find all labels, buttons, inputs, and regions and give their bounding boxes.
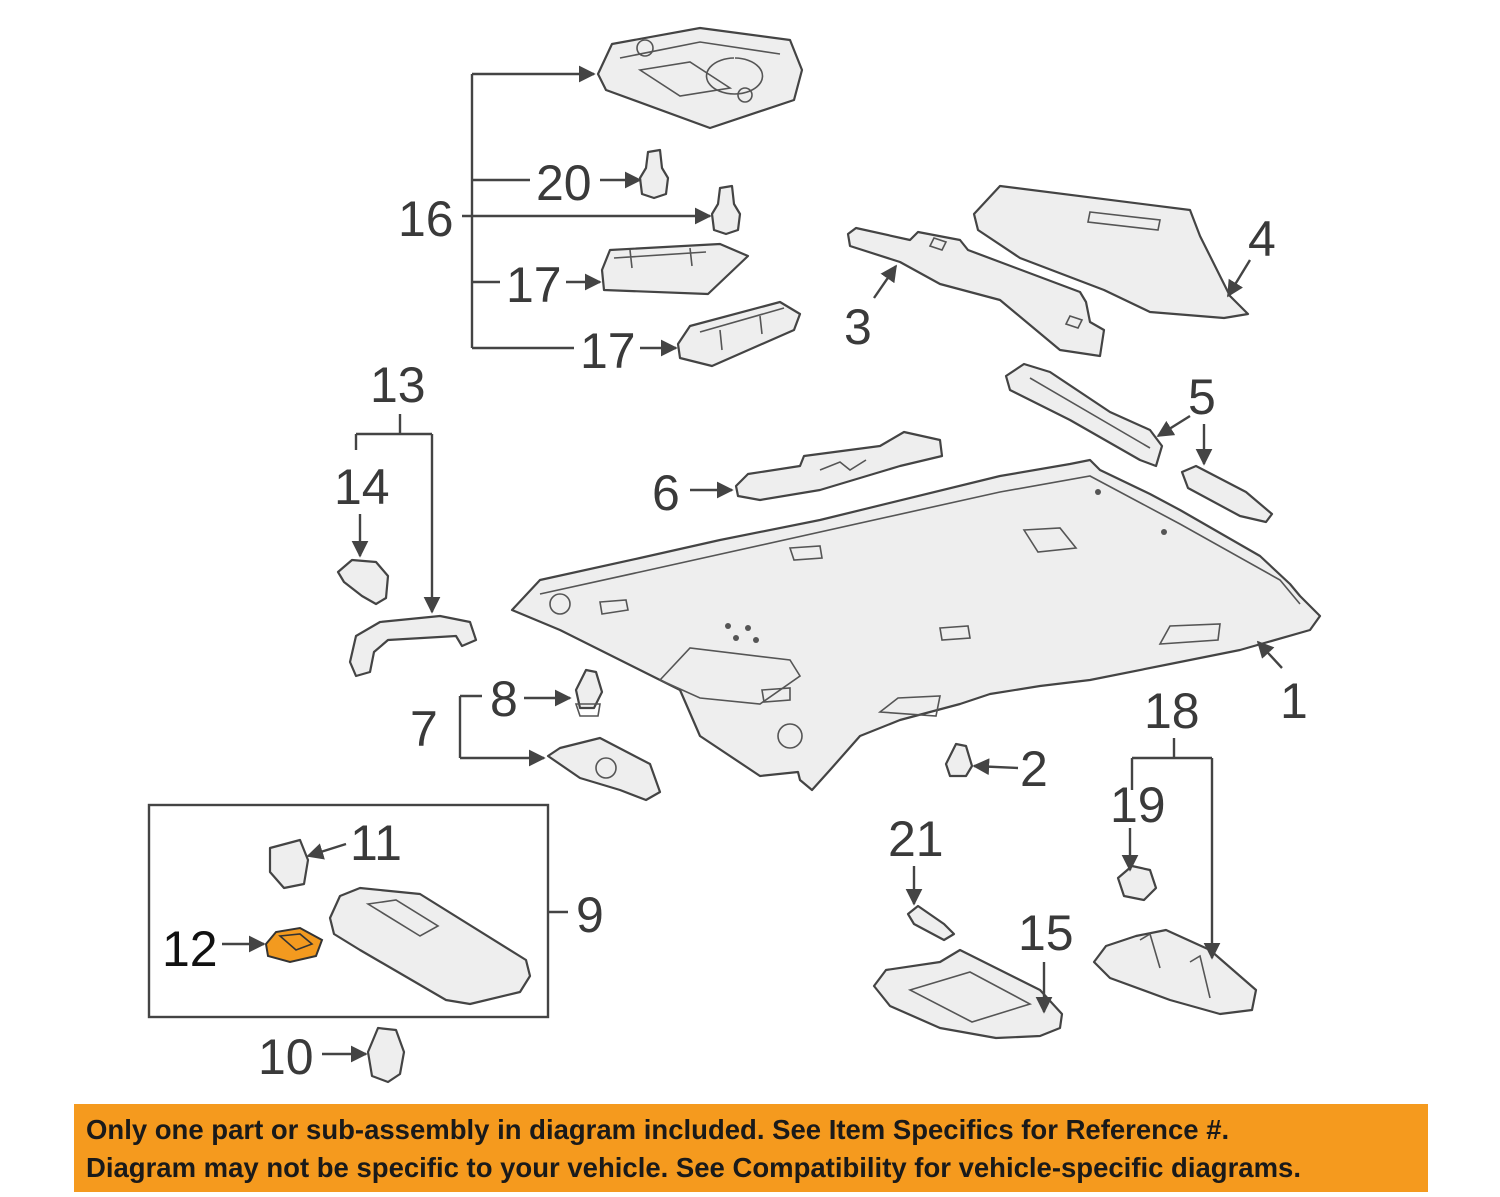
callout-5: 5 bbox=[1188, 369, 1216, 425]
part-19-bulb bbox=[1116, 864, 1158, 902]
part-18-lamp bbox=[1092, 928, 1258, 1016]
callout-7: 7 bbox=[410, 701, 438, 757]
part-17a-lens-cover bbox=[600, 242, 750, 296]
part-15-dome-lamp bbox=[872, 948, 1064, 1040]
disclaimer-line-1: Only one part or sub-assembly in diagram… bbox=[86, 1114, 1230, 1145]
callout-1: 1 bbox=[1280, 673, 1308, 729]
callout-16: 16 bbox=[398, 191, 454, 247]
part-3-insulator bbox=[846, 226, 1106, 358]
callout-10: 10 bbox=[258, 1029, 314, 1085]
callout-4: 4 bbox=[1248, 211, 1276, 267]
callout-11: 11 bbox=[350, 815, 402, 871]
part-13-assist-grip bbox=[348, 614, 478, 678]
callout-12: 12 bbox=[162, 921, 218, 977]
part-5-strip bbox=[1004, 362, 1164, 468]
part-17b-lens-cover bbox=[676, 300, 802, 368]
part-1-headliner bbox=[510, 458, 1322, 792]
callout-17a: 17 bbox=[506, 257, 562, 313]
part-5-pad bbox=[1180, 464, 1274, 524]
part-12-highlighted-clip bbox=[264, 926, 324, 964]
part-2-clip bbox=[944, 742, 974, 778]
callout-8: 8 bbox=[490, 671, 518, 727]
callout-20: 20 bbox=[536, 155, 592, 211]
part-14-cover bbox=[336, 558, 390, 606]
part-16-map-lamp-assembly bbox=[596, 26, 804, 130]
part-6-pad bbox=[734, 430, 944, 502]
part-21-bulb bbox=[906, 904, 956, 942]
parts-diagram: 1 2 3 4 5 6 7 8 9 10 11 12 13 14 15 16 1… bbox=[147, 26, 1322, 1085]
callout-13: 13 bbox=[370, 357, 426, 413]
callout-9: 9 bbox=[576, 887, 604, 943]
disclaimer-banner: Only one part or sub-assembly in diagram… bbox=[74, 1104, 1428, 1192]
callout-17b: 17 bbox=[580, 323, 636, 379]
part-11-clip bbox=[268, 838, 310, 890]
callout-19: 19 bbox=[1110, 777, 1166, 833]
part-8-clip bbox=[574, 668, 604, 717]
callout-21: 21 bbox=[888, 811, 944, 867]
disclaimer-line-2: Diagram may not be specific to your vehi… bbox=[86, 1152, 1301, 1183]
callout-2: 2 bbox=[1020, 741, 1048, 797]
part-4-insulator bbox=[972, 184, 1250, 320]
part-10-holder bbox=[366, 1026, 406, 1084]
callout-labels: 1 2 3 4 5 6 7 8 9 10 11 12 13 14 15 16 1… bbox=[162, 155, 1308, 1085]
part-20b-clip bbox=[710, 184, 742, 236]
callout-3: 3 bbox=[844, 299, 872, 355]
callout-14: 14 bbox=[334, 459, 390, 515]
callout-18: 18 bbox=[1144, 683, 1200, 739]
callout-6: 6 bbox=[652, 465, 680, 521]
callout-15: 15 bbox=[1018, 905, 1074, 961]
part-7-bracket bbox=[546, 736, 662, 802]
part-9-sun-visor bbox=[328, 886, 532, 1006]
part-20-clip bbox=[638, 148, 670, 200]
leader-lines bbox=[222, 65, 1283, 1063]
